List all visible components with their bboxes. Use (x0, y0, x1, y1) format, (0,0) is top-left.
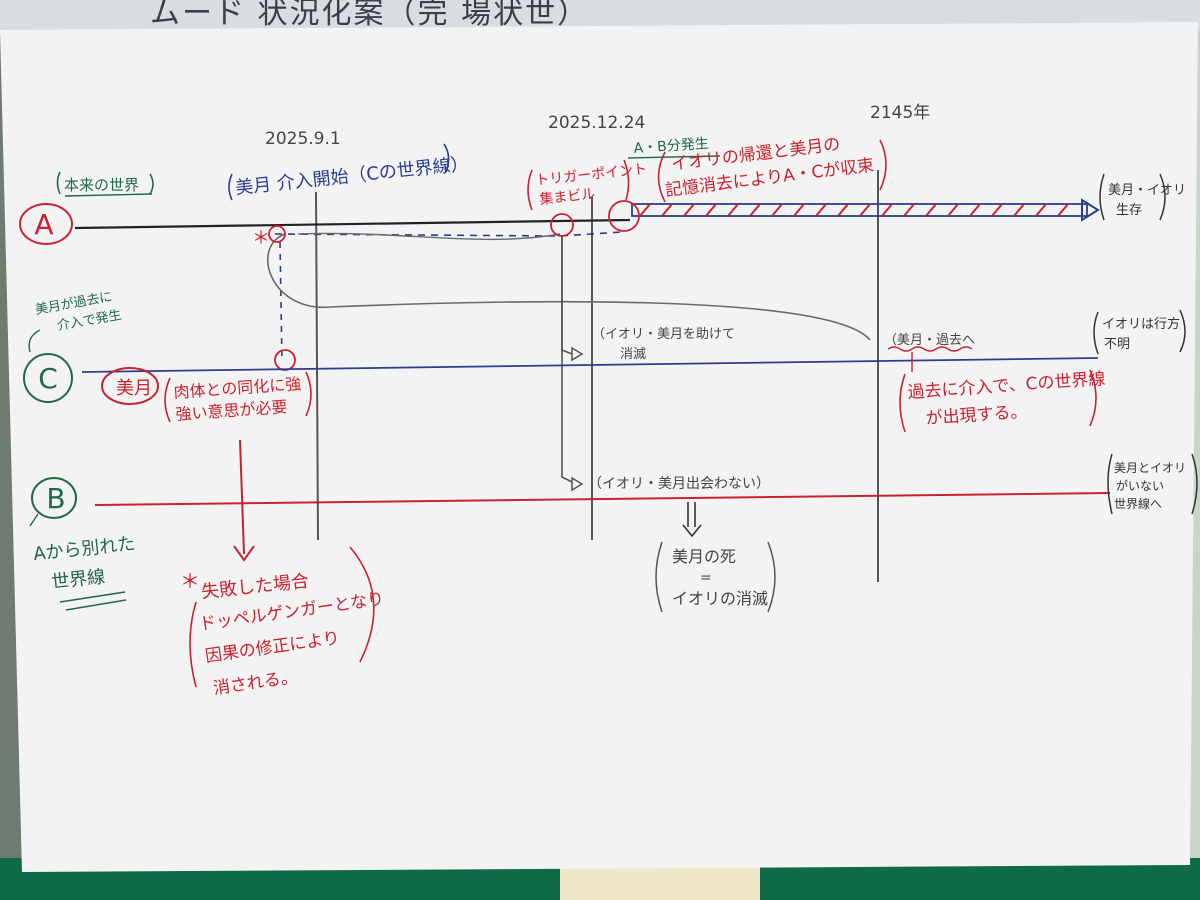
marker-circle-b (31, 477, 77, 519)
note-shi-3: イオリの消滅 (672, 589, 768, 608)
bracket-kioku-left (657, 151, 666, 203)
bracket-kaishi-right (443, 143, 450, 173)
paper-surface (0, 22, 1198, 872)
asterisk-mark-2: ＊ (180, 569, 200, 593)
label-a-text: 本来の世界 (64, 176, 139, 194)
note-deawanai: （イオリ・美月出会わない） (588, 476, 770, 492)
marker-c-text: C (38, 362, 58, 395)
bracket-kioku-right (879, 139, 887, 191)
note-shi-2: = (700, 570, 712, 586)
trigger-arrow-upper (571, 346, 584, 362)
end-a-1: 美月・イオリ (1108, 183, 1186, 198)
background-page-text: ムード 状況化案（完 場状世） (150, 0, 590, 31)
end-a-2: 生存 (1116, 203, 1142, 218)
end-c-1: イオリは行方 (1102, 316, 1180, 332)
trigger-arrow-lower (571, 476, 584, 492)
branch-circle-a (268, 225, 286, 243)
worldline-a-arrowhead (1081, 198, 1100, 222)
pencil-loop-path (267, 233, 871, 341)
marker-b-text: B (46, 482, 65, 515)
note-trigger-2: 集まビル (539, 185, 596, 208)
marker-a-text: A (34, 208, 53, 241)
note-tasukete-2: 消滅 (620, 347, 646, 362)
mizuki-dashed-drop (279, 241, 283, 363)
marker-circle-a (19, 203, 73, 245)
convergence-circle (608, 200, 640, 232)
note-tasukete-1: （イオリ・美月を助けて (592, 327, 735, 342)
note-ab: A・B分発生 (633, 136, 709, 157)
converged-band-hatching (639, 203, 1069, 217)
converged-band (631, 203, 1088, 217)
paper-sheet: ＊ (0, 22, 1200, 872)
bracket-kaishi-left (228, 173, 233, 201)
asterisk-mark-1: ＊ (252, 228, 270, 249)
note-mizuki: 美月 (116, 378, 152, 399)
date-label-2: 2025.12.24 (548, 113, 645, 133)
diagram-canvas: ＊ (0, 22, 1198, 872)
end-c-2: 不明 (1104, 337, 1130, 352)
end-b-2: がいない (1116, 478, 1164, 493)
end-b-3: 世界線へ (1114, 496, 1162, 511)
marker-circle-c (23, 353, 73, 403)
trigger-branch-lower (561, 236, 573, 483)
mizuki-circle (101, 367, 159, 405)
pencil-return-path (297, 232, 561, 241)
date-label-3: 2145年 (870, 103, 930, 123)
failure-arrow (239, 439, 245, 555)
date-line-2025-9-1 (315, 191, 319, 541)
date-label-1: 2025.9.1 (265, 129, 341, 149)
note-shi-1: 美月の死 (672, 547, 736, 566)
end-b-1: 美月とイオリ (1114, 461, 1186, 475)
note-kako: （美月・過去へ (884, 333, 975, 348)
worldline-b (94, 492, 1111, 506)
worldline-a (74, 218, 631, 230)
worldline-c (81, 357, 1099, 373)
